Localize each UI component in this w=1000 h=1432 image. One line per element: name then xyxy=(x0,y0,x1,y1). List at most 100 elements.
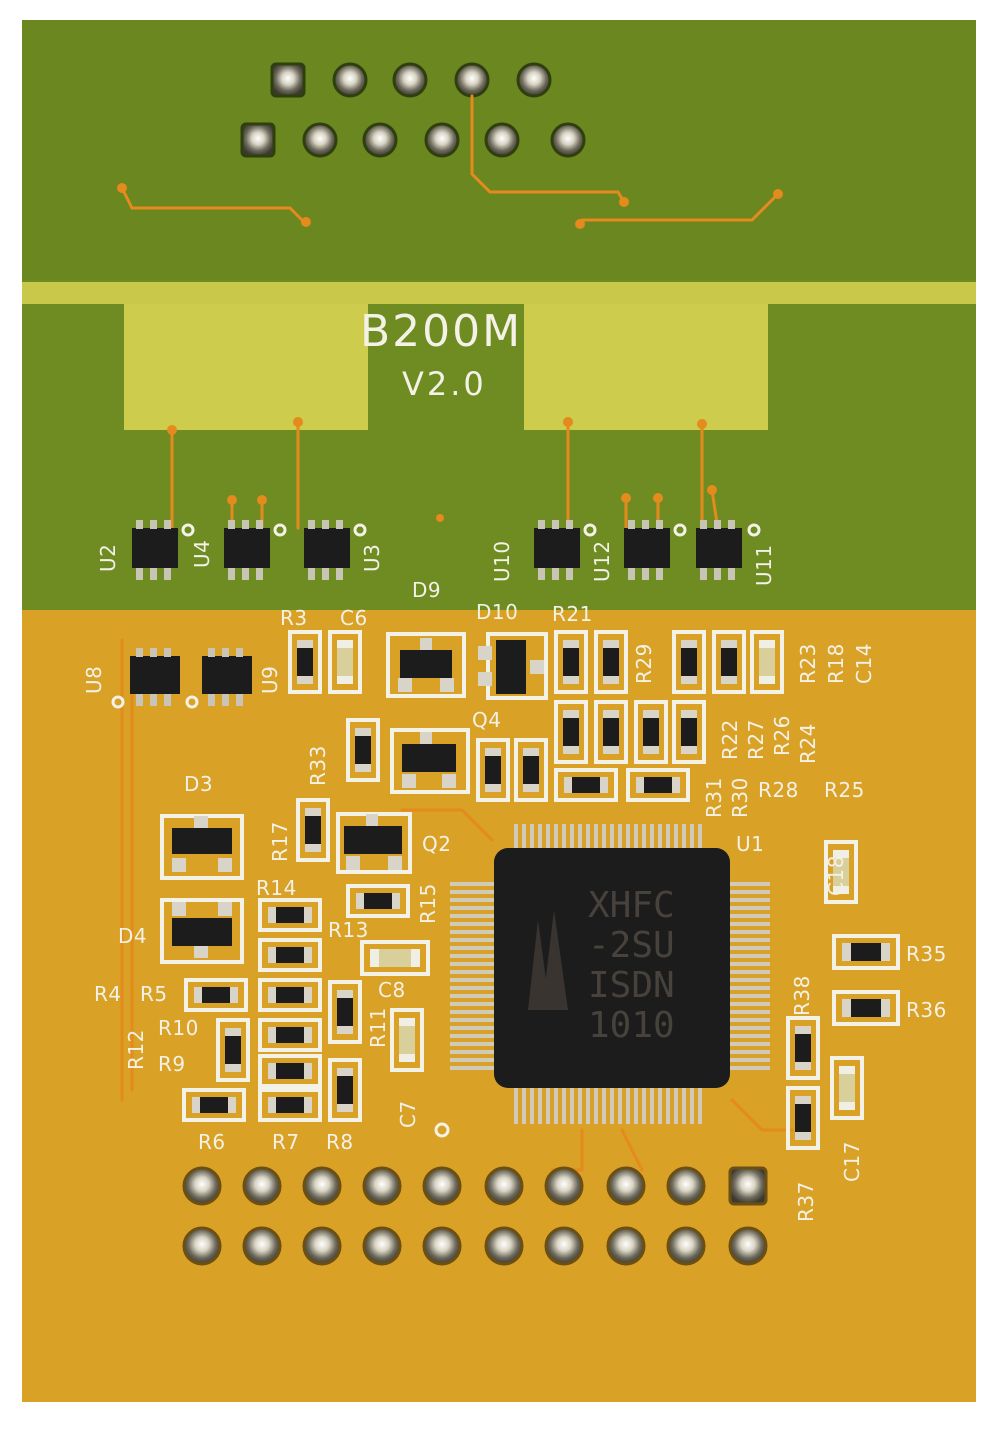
capacitor-c7 xyxy=(390,1008,424,1072)
label-r4: R4 xyxy=(94,982,122,1006)
label-r25: R25 xyxy=(824,778,865,802)
resistor-r22 xyxy=(554,700,588,764)
chip-marking-line1: XHFC xyxy=(588,885,675,926)
label-r7: R7 xyxy=(272,1130,300,1154)
label-d10: D10 xyxy=(476,600,519,624)
label-u8: U8 xyxy=(82,665,106,694)
label-r30: R30 xyxy=(728,777,752,818)
resistor-r5 xyxy=(184,978,248,1012)
resistor-r17 xyxy=(296,798,330,862)
label-u2: U2 xyxy=(96,543,120,572)
resistor-r18 xyxy=(712,630,746,694)
label-d4: D4 xyxy=(118,924,148,948)
label-r22: R22 xyxy=(718,719,742,760)
edge-strip xyxy=(22,282,976,304)
label-u1: U1 xyxy=(736,832,765,856)
label-u4: U4 xyxy=(190,539,214,568)
resistor-r8 xyxy=(328,1058,362,1122)
resistor-r12 xyxy=(216,1018,250,1082)
bottom-pin-header xyxy=(182,1166,768,1266)
ic-u8 xyxy=(130,648,180,706)
ic-u11 xyxy=(696,520,742,580)
label-r8: R8 xyxy=(326,1130,354,1154)
label-r38: R38 xyxy=(790,975,814,1016)
fiducial-dot xyxy=(434,1122,450,1138)
resistor-r33 xyxy=(346,718,380,782)
label-u3: U3 xyxy=(360,543,384,572)
label-r5: R5 xyxy=(140,982,168,1006)
resistor-r25 xyxy=(626,768,690,802)
resistor-r13 xyxy=(258,938,322,972)
label-c17: C17 xyxy=(840,1141,864,1182)
ic-u12 xyxy=(624,520,670,580)
label-d9: D9 xyxy=(412,578,442,602)
label-r17: R17 xyxy=(268,821,292,862)
label-c18: C18 xyxy=(824,855,848,896)
capacitor-c8 xyxy=(360,940,430,976)
label-c6: C6 xyxy=(340,606,368,630)
label-r9: R9 xyxy=(158,1052,186,1076)
sot23-parts xyxy=(160,632,548,964)
ic-u2 xyxy=(132,520,178,580)
capacitor-c14 xyxy=(750,630,784,694)
resistor-r15 xyxy=(346,884,410,918)
label-r3: R3 xyxy=(280,606,308,630)
copper-traces xyxy=(120,94,794,1172)
resistor-r30 xyxy=(514,738,548,802)
resistor-r35 xyxy=(832,934,900,970)
label-u9: U9 xyxy=(258,665,282,694)
passives-horizontal xyxy=(182,768,900,1122)
pcb-board: B200M V2.0 XHFC -2SU ISDN 1010 D9 D10 R2… xyxy=(22,20,976,1402)
label-c8: C8 xyxy=(378,978,406,1002)
ic-u3 xyxy=(304,520,350,580)
label-r23: R23 xyxy=(796,643,820,684)
resistor-r7 xyxy=(258,1088,322,1122)
resistor-r27 xyxy=(594,700,628,764)
label-r13: R13 xyxy=(328,918,369,942)
sot-ics-upper xyxy=(132,520,761,580)
resistor-r10 xyxy=(258,978,322,1012)
label-r33: R33 xyxy=(306,745,330,786)
label-u11: U11 xyxy=(752,544,776,586)
resistor-r7a xyxy=(258,1054,322,1088)
label-r31: R31 xyxy=(702,777,726,818)
chip-marking-line2: -2SU xyxy=(588,925,675,966)
passives-vertical xyxy=(216,630,864,1150)
label-u12: U12 xyxy=(590,540,614,582)
label-r36: R36 xyxy=(906,998,947,1022)
ic-u1 xyxy=(450,824,770,1124)
label-r11: R11 xyxy=(366,1007,390,1048)
resistor-r14 xyxy=(258,898,322,932)
resistor-r31 xyxy=(476,738,510,802)
label-r28: R28 xyxy=(758,778,799,802)
sot-ics-lower xyxy=(111,648,252,709)
label-q4: Q4 xyxy=(472,708,502,732)
chip-marking-line4: 1010 xyxy=(588,1005,675,1046)
resistor-r37 xyxy=(786,1086,820,1150)
resistor-r23 xyxy=(672,630,706,694)
diode-d3 xyxy=(160,814,244,880)
label-r35: R35 xyxy=(906,942,947,966)
gold-pad-left xyxy=(124,304,368,430)
resistor-r26 xyxy=(634,700,668,764)
trace-vias xyxy=(117,183,783,522)
transistor-q2 xyxy=(336,812,412,874)
top-pin-header xyxy=(240,62,586,158)
board-title: B200M xyxy=(360,306,523,357)
label-d3: D3 xyxy=(184,772,214,796)
ic-u9 xyxy=(202,648,252,706)
diode-d4 xyxy=(160,898,244,964)
label-r27: R27 xyxy=(744,719,768,760)
transistor-d10 xyxy=(478,632,548,700)
label-r15: R15 xyxy=(416,883,440,924)
label-c7: C7 xyxy=(396,1100,420,1128)
board-version: V2.0 xyxy=(402,365,487,403)
label-q2: Q2 xyxy=(422,832,452,856)
resistor-r6 xyxy=(182,1088,246,1122)
resistor-r38 xyxy=(786,1016,820,1080)
diode-d9 xyxy=(386,632,466,698)
ic-u4 xyxy=(224,520,270,580)
label-r6: R6 xyxy=(198,1130,226,1154)
pcb-artwork xyxy=(22,20,976,1266)
label-r21: R21 xyxy=(552,602,593,626)
